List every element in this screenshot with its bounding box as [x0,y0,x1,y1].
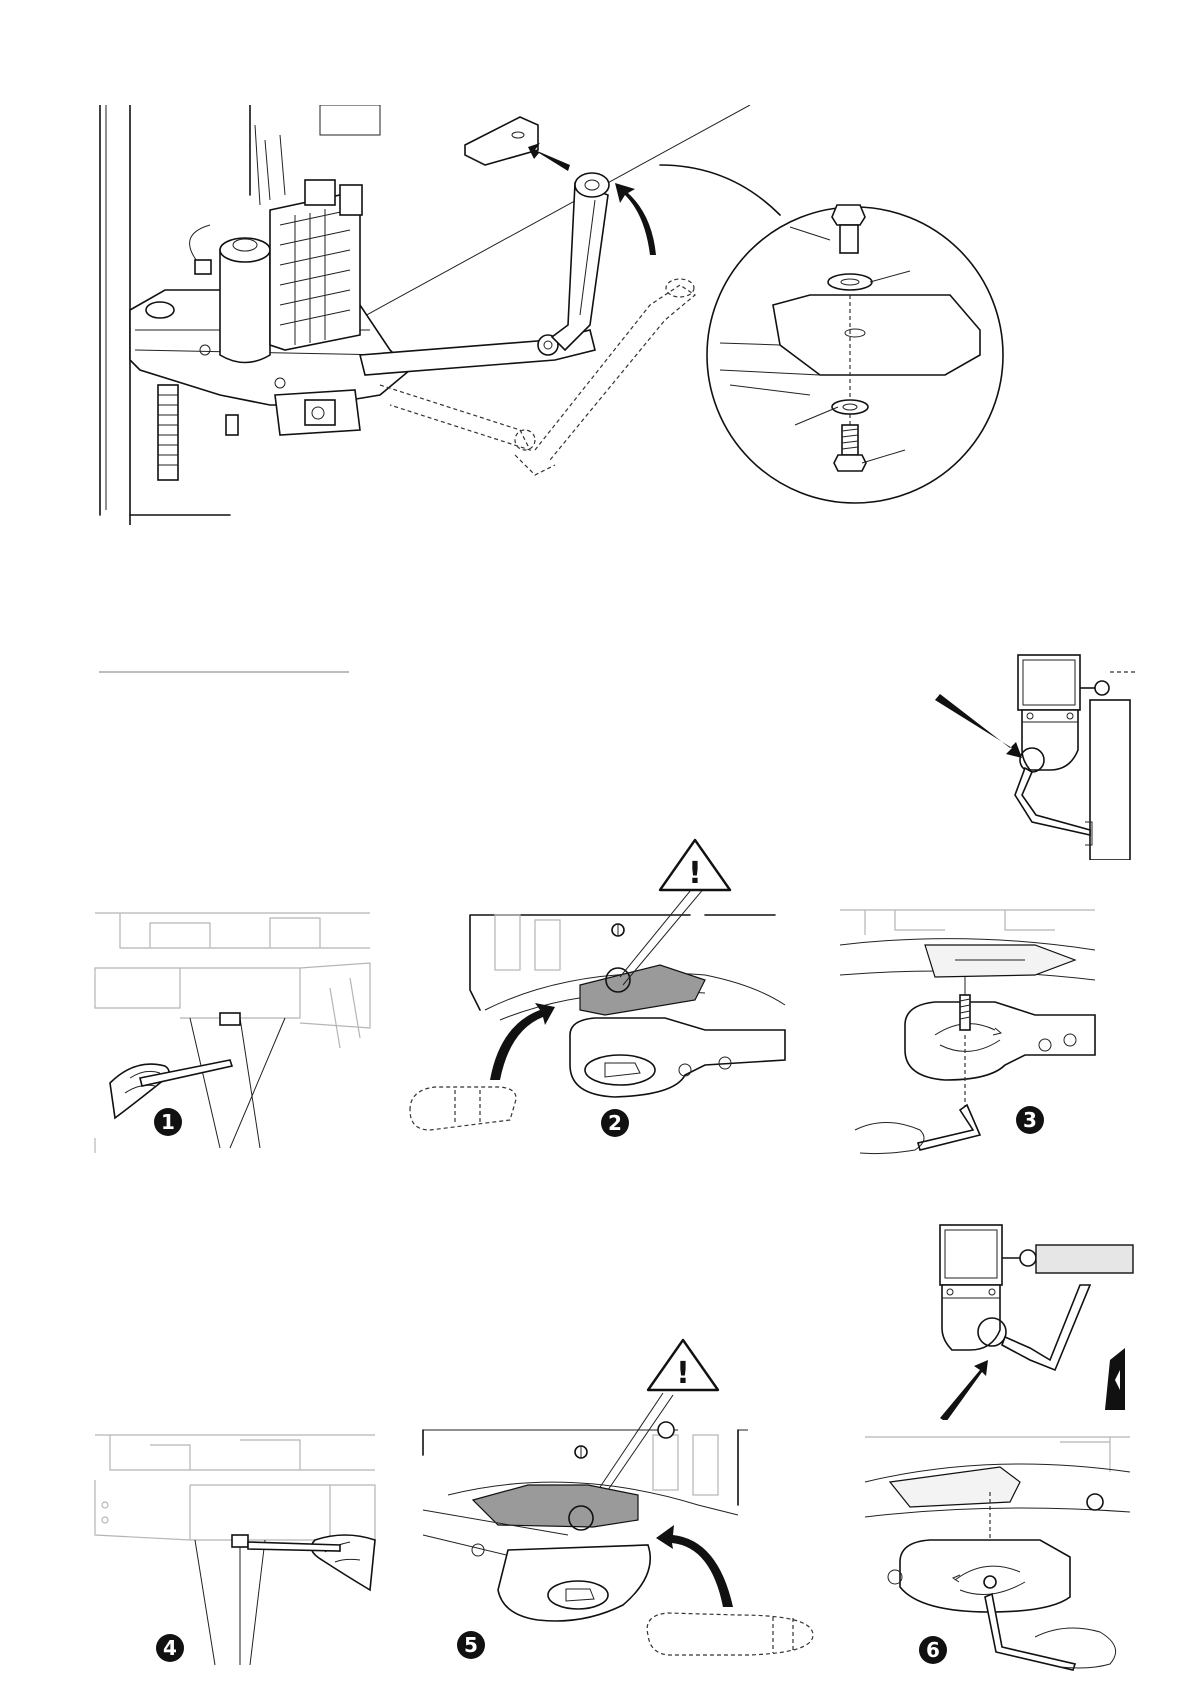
main-arm [360,173,609,375]
bracket-arrow-icon [528,143,570,171]
reference-line [330,105,750,335]
warning-triangle-icon: ! [648,1340,718,1391]
step-badge-6: 6 [919,1636,947,1664]
top-assembly-figure [90,105,1100,525]
screw-icon [960,995,970,1030]
gate-bracket [465,117,538,165]
warning-triangle-icon: ! [660,840,730,891]
svg-text:2: 2 [608,1111,622,1135]
junction-box [275,390,360,435]
step-6-figure: 6 [860,1432,1135,1672]
svg-text:3: 3 [1023,1108,1037,1132]
svg-text:!: ! [688,856,702,891]
reference-diagram-left-mount [930,650,1140,860]
section-divider [99,671,349,673]
washer-icon [828,274,872,290]
spring-column [158,385,238,480]
svg-text:5: 5 [464,1633,478,1657]
step-2-figure: ! 2 [405,835,790,1160]
bolt-icon [832,205,865,253]
svg-text:4: 4 [163,1636,177,1660]
step-badge-1: 1 [154,1108,182,1136]
step-5-figure: ! 5 [418,1335,818,1675]
svg-text:!: ! [676,1356,690,1391]
reference-diagram-right-mount [920,1220,1135,1420]
svg-text:6: 6 [926,1638,940,1662]
control-board [255,125,362,350]
alt-arm-position [380,279,695,475]
step-badge-3: 3 [1016,1106,1044,1134]
svg-text:1: 1 [161,1110,175,1134]
step-badge-5: 5 [457,1631,485,1659]
hex-key-icon [918,1105,980,1150]
step-badge-4: 4 [156,1634,184,1662]
step-3-figure: 3 [835,905,1105,1160]
pointer-arrow-icon [935,694,1022,758]
curved-arrow-icon [490,1003,555,1080]
step-1-figure: 1 [90,908,375,1158]
pointer-arrow-icon [940,1360,988,1420]
step-badge-2: 2 [601,1109,629,1137]
screw-icon [834,425,866,471]
curved-arrow-icon [615,183,656,255]
step-4-figure: 4 [90,1430,380,1670]
detail-callout [660,165,1003,503]
curved-arrow-icon [656,1525,733,1607]
